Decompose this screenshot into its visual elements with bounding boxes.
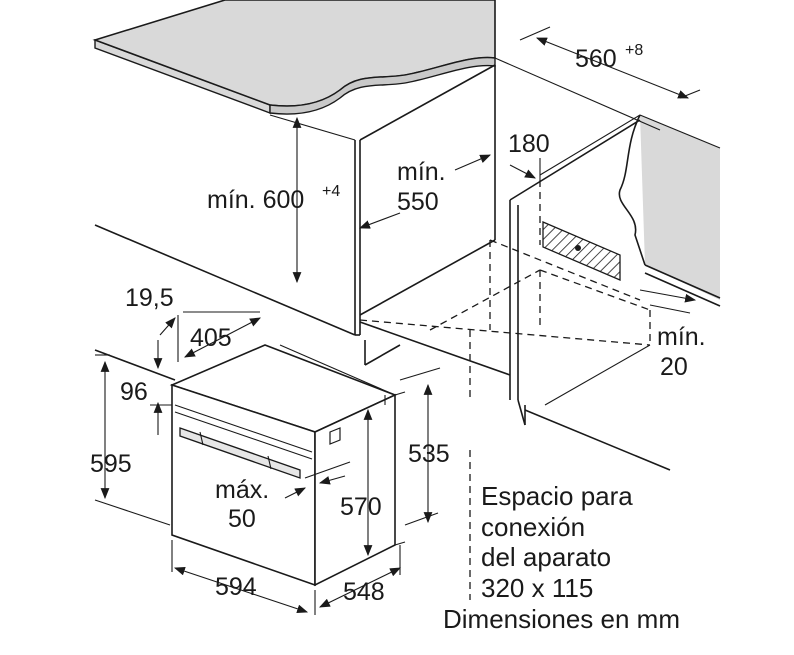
label-96: 96 [120, 378, 148, 406]
label-max50-prefix: máx. [215, 476, 269, 504]
note-line-4: 320 x 115 [481, 573, 593, 603]
label-570: 570 [340, 493, 382, 521]
label-min600: mín. 600 [207, 186, 304, 214]
label-min20-value: 20 [660, 353, 688, 381]
label-min600-tolerance: +4 [322, 183, 340, 200]
dimension-labels: 560 +8 mín. 550 180 mín. 600 +4 19,5 405… [90, 42, 706, 606]
countertop [92, 0, 496, 115]
cabinet-niche [94, 57, 671, 471]
connection-space-dashed [359, 180, 651, 600]
label-180: 180 [508, 130, 550, 158]
label-595: 595 [90, 450, 132, 478]
label-594: 594 [215, 573, 257, 601]
label-548: 548 [343, 578, 385, 606]
label-535: 535 [408, 440, 450, 468]
note-line-1: Espacio para [481, 481, 633, 511]
label-min20-prefix: mín. [657, 323, 706, 351]
note-line-3: del aparato [481, 542, 611, 572]
label-19-5: 19,5 [125, 284, 174, 312]
label-560: 560 [575, 45, 617, 73]
units-note: Dimensiones en mm [443, 604, 680, 634]
label-min550-prefix: mín. [397, 158, 446, 186]
label-max50-value: 50 [228, 505, 256, 533]
connection-box [542, 221, 621, 281]
right-countertop [618, 114, 721, 307]
label-405: 405 [190, 324, 232, 352]
label-560-tolerance: +8 [625, 42, 643, 59]
label-min550-value: 550 [397, 188, 439, 216]
oven [169, 344, 406, 587]
dimension-lines [94, 26, 701, 615]
connection-note: Espacio para conexión del aparato 320 x … [443, 481, 680, 634]
note-line-2: conexión [481, 512, 585, 542]
